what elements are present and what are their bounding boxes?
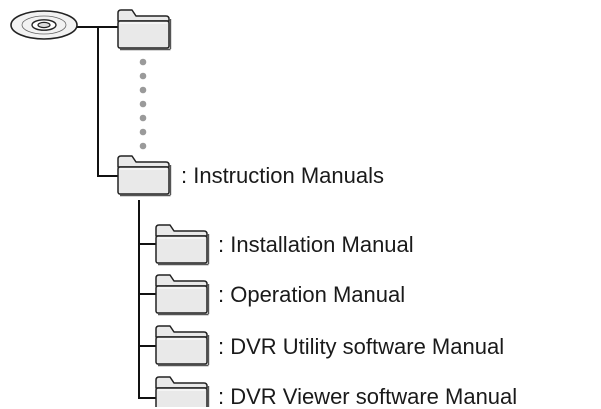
dvr-viewer-manual-label: : DVR Viewer software Manual [218, 384, 518, 409]
instruction-manuals-folder-icon [117, 155, 172, 197]
installation-manual-label: : Installation Manual [218, 232, 414, 257]
instruction-manuals-label: : Instruction Manuals [181, 163, 384, 188]
root-folder-icon [117, 9, 172, 51]
dvr-utility-manual-label: : DVR Utility software Manual [218, 334, 505, 359]
tree-connectors [76, 26, 156, 399]
installation-manual-folder-icon [155, 224, 210, 266]
dvr-viewer-manual-folder-icon [155, 376, 210, 407]
ellipsis-dots [139, 58, 147, 150]
operation-manual-label: : Operation Manual [218, 282, 406, 307]
operation-manual-folder-icon [155, 274, 210, 316]
dvr-utility-manual-folder-icon [155, 325, 210, 367]
cd-disc-icon [10, 10, 78, 40]
